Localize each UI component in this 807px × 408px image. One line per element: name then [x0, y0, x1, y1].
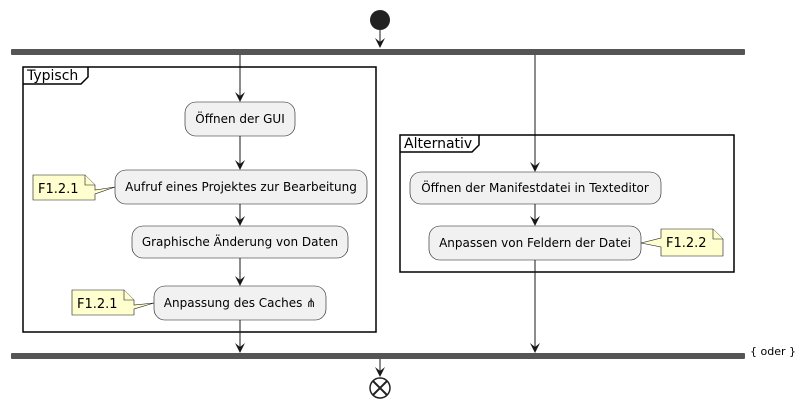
- action-open-project: Aufruf eines Projektes zur Bearbeitung: [114, 169, 368, 205]
- note-project: F1.2.1: [32, 174, 116, 201]
- partition-alternativ-label: Alternativ: [404, 136, 472, 152]
- action-open-gui-label: Öffnen der GUI: [195, 110, 285, 126]
- end-node: [369, 377, 391, 399]
- action-graphic-change: Graphische Änderung von Daten: [131, 225, 349, 259]
- partition-alternativ: Alternativ: [399, 134, 735, 273]
- partition-typisch: Typisch: [22, 66, 377, 333]
- note-fields-label: F1.2.2: [666, 236, 707, 251]
- action-edit-fields-label: Anpassen von Feldern der Datei: [439, 236, 631, 250]
- note-cache-label: F1.2.1: [77, 297, 118, 312]
- note-fields: F1.2.2: [640, 228, 724, 257]
- action-update-cache-label: Anpassung des Caches ⋔: [164, 296, 316, 310]
- action-open-manifest-label: Öffnen der Manifestdatei in Texteditor: [421, 179, 649, 195]
- join-bar: [11, 353, 745, 359]
- action-open-gui: Öffnen der GUI: [184, 101, 296, 137]
- note-cache: F1.2.1: [71, 289, 155, 316]
- partition-typisch-label: Typisch: [26, 68, 78, 84]
- fork-bar: [11, 49, 745, 55]
- action-edit-fields: Anpassen von Feldern der Datei: [428, 225, 642, 261]
- action-update-cache: Anpassung des Caches ⋔: [153, 285, 327, 321]
- start-node: [370, 10, 390, 30]
- note-project-label: F1.2.1: [38, 182, 79, 197]
- action-open-manifest: Öffnen der Manifestdatei in Texteditor: [409, 171, 662, 205]
- join-label: { oder }: [750, 345, 796, 358]
- action-open-project-label: Aufruf eines Projektes zur Bearbeitung: [125, 180, 357, 194]
- action-graphic-change-label: Graphische Änderung von Daten: [142, 234, 338, 249]
